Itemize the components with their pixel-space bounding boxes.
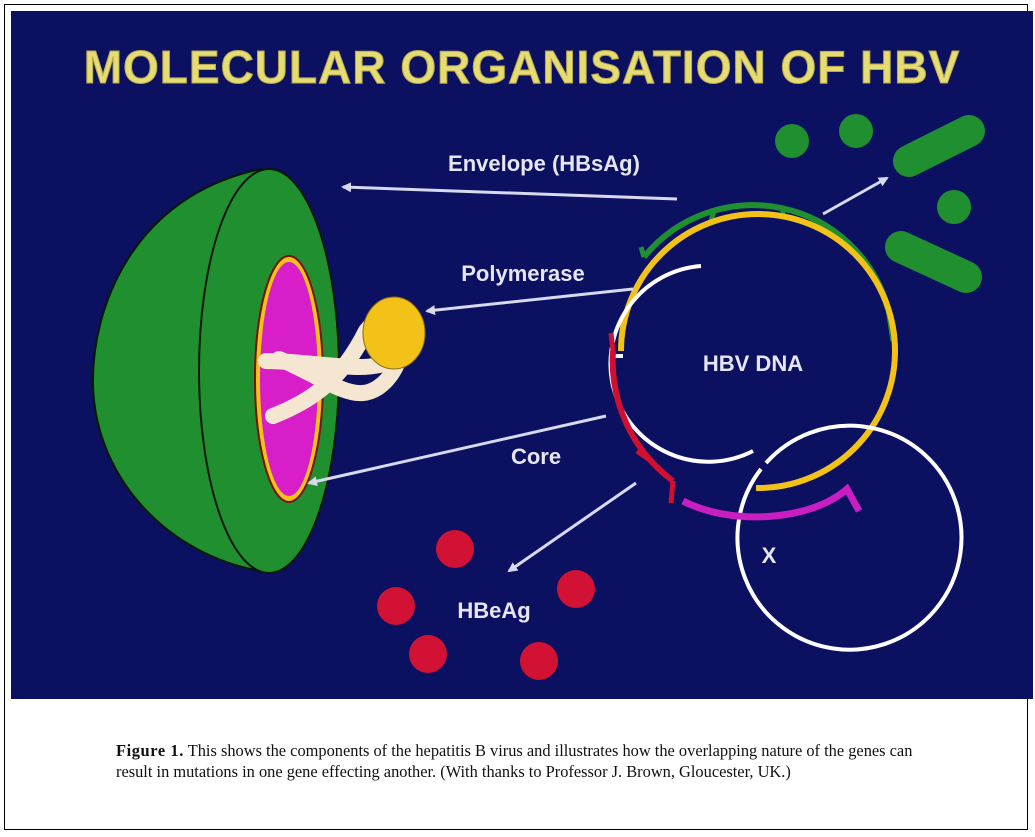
- figure-frame: MOLECULAR ORGANISATION OF HBV: [4, 4, 1033, 830]
- hbv-genome-map: [608, 202, 964, 652]
- hbeag-label: HBeAg: [457, 598, 530, 623]
- diagram-title: MOLECULAR ORGANISATION OF HBV: [84, 41, 961, 93]
- polymerase-sphere: [362, 296, 426, 370]
- hbsag-sphere: [775, 124, 809, 158]
- envelope-out-arrow: [822, 176, 889, 216]
- hbeag-sphere: [377, 587, 415, 625]
- envelope-label: Envelope (HBsAg): [448, 151, 640, 176]
- hbsag-filament: [885, 231, 982, 293]
- x-gene-arc: [681, 483, 863, 521]
- caption-text: This shows the components of the hepatit…: [116, 741, 913, 781]
- core-arrow: [307, 414, 607, 487]
- virus-particle: [91, 167, 426, 574]
- arrows: [307, 176, 889, 573]
- polymerase-gene-arc: [618, 211, 898, 492]
- x-gene-label: X: [762, 543, 777, 568]
- hbeag-sphere: [409, 635, 447, 673]
- polymerase-label: Polymerase: [461, 261, 585, 286]
- core-label: Core: [511, 444, 561, 469]
- figure-caption: Figure 1. This shows the components of t…: [116, 740, 942, 782]
- hbeag-particles: [377, 530, 595, 680]
- dna-outer-strand: [735, 423, 964, 652]
- hbv-dna-label: HBV DNA: [703, 351, 803, 376]
- caption-label: Figure 1.: [116, 741, 184, 760]
- hbsag-sphere: [839, 114, 873, 148]
- hbeag-sphere: [436, 530, 474, 568]
- core-capsid-inner: [260, 262, 318, 496]
- hbeag-arrow: [507, 481, 637, 573]
- envelope-gene-arc: [641, 202, 891, 310]
- hbeag-sphere: [557, 570, 595, 608]
- core-gene-ticks: [608, 332, 676, 504]
- hbsag-filament: [893, 115, 985, 177]
- envelope-arrow: [341, 182, 678, 201]
- diagram-slide: MOLECULAR ORGANISATION OF HBV: [11, 11, 1033, 699]
- core-gene-arc: [609, 350, 675, 484]
- polymerase-arrow: [425, 287, 634, 316]
- hbeag-sphere: [520, 642, 558, 680]
- hbsag-particles: [775, 114, 985, 293]
- hbsag-sphere: [937, 190, 971, 224]
- hbv-diagram: MOLECULAR ORGANISATION OF HBV: [83, 41, 985, 680]
